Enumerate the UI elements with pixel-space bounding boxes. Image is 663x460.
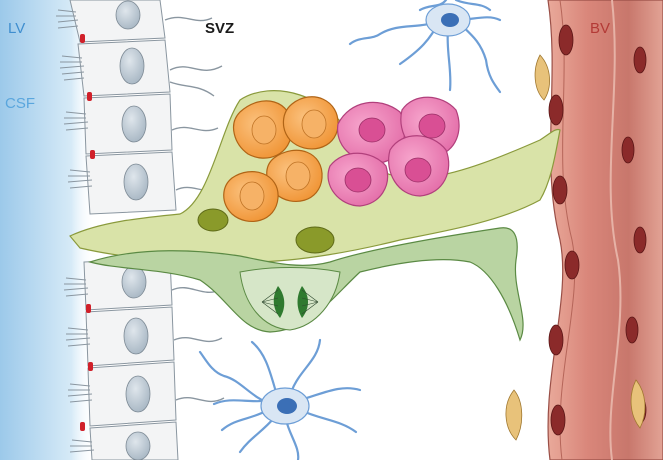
blood-vessel [506, 0, 663, 460]
astrocyte-bottom-nucleus [277, 398, 297, 414]
label-csf: CSF [5, 95, 35, 113]
astrocyte-top-nucleus [441, 13, 459, 27]
label-lv: LV [8, 20, 25, 38]
label-svz: SVZ [205, 20, 234, 38]
label-bv: BV [590, 20, 610, 38]
astrocyte-top [350, 0, 500, 92]
